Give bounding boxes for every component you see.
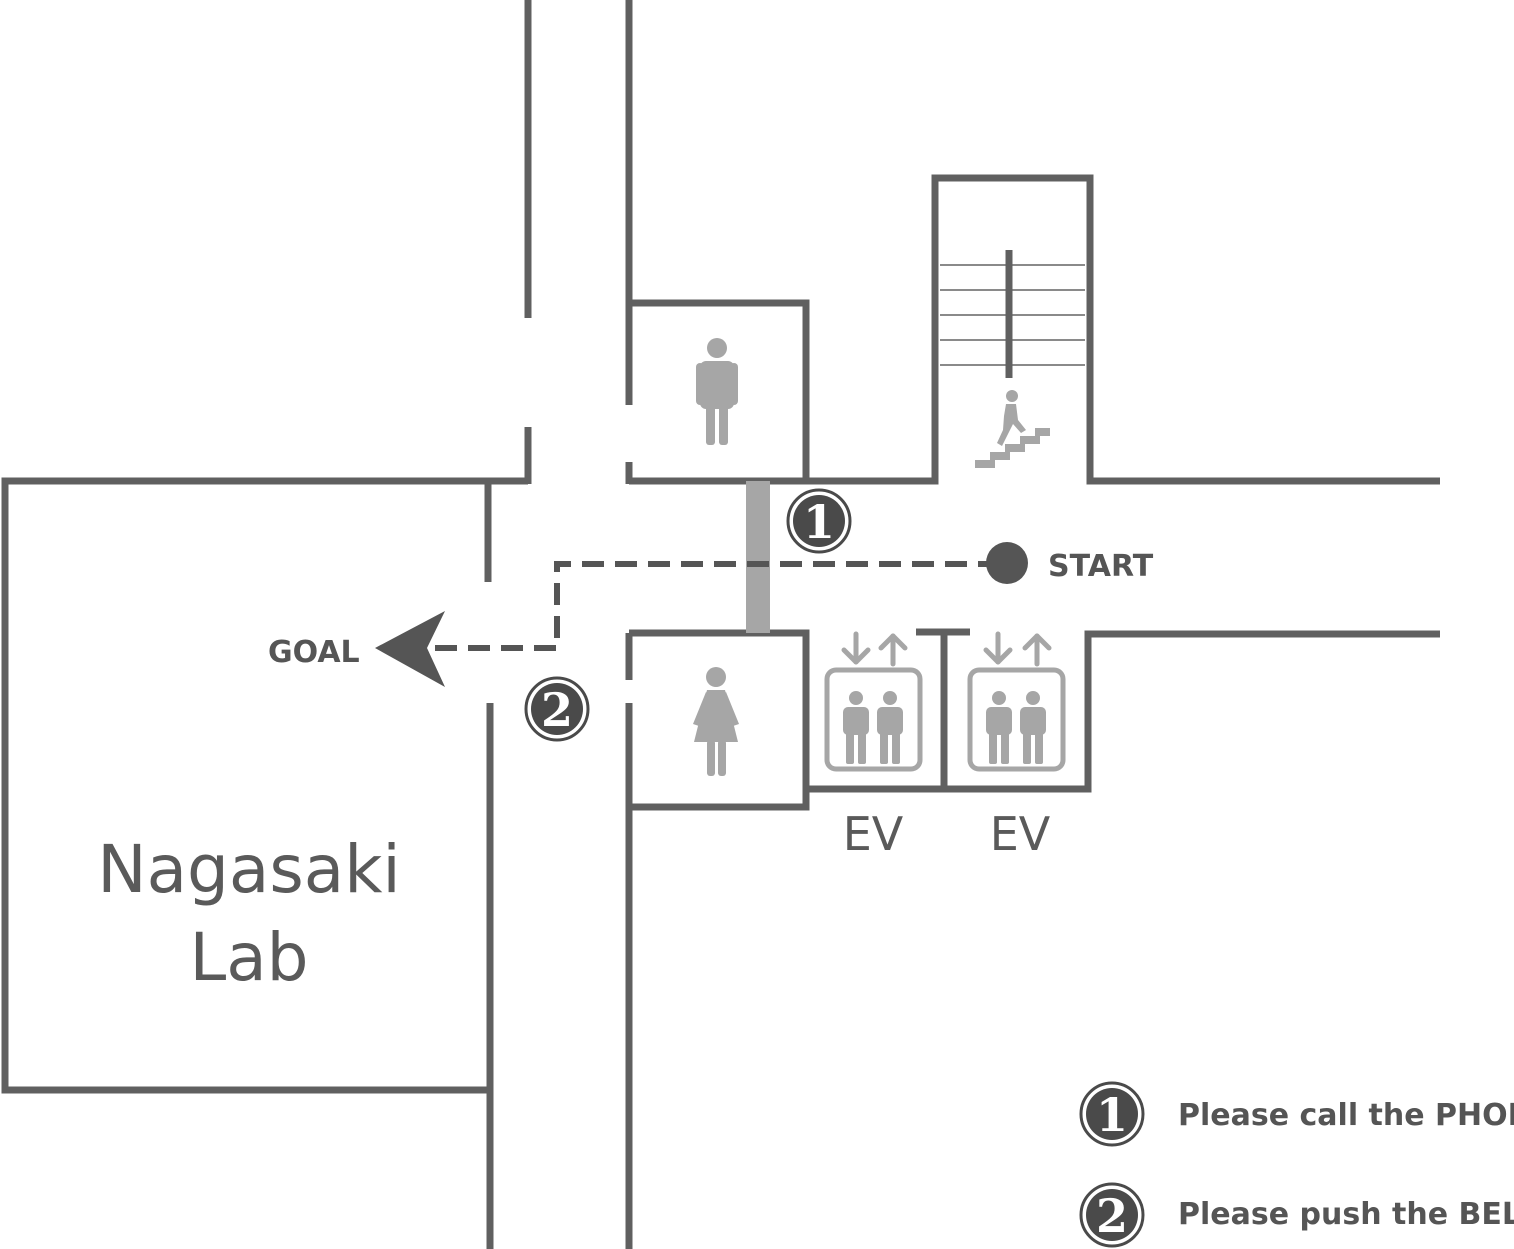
goal-arrow-icon	[375, 611, 445, 687]
stairs-icon	[940, 250, 1085, 468]
goal-label: GOAL	[268, 635, 360, 670]
marker-1-number: 1	[803, 495, 835, 549]
marker-1: 1	[786, 488, 852, 554]
men-restroom-icon	[696, 338, 738, 445]
women-restroom-icon	[693, 667, 739, 776]
room-name-line1: Nagasaki	[97, 831, 401, 908]
elevator-icon-2	[967, 631, 1066, 772]
phone-wall-strip	[746, 481, 770, 633]
womens-restroom-wall	[629, 629, 810, 811]
legend-item-1: 1 Please call the PHONE	[1079, 1081, 1514, 1147]
mens-restroom-wall	[629, 299, 810, 485]
walls	[1, 0, 1440, 1249]
marker-2: 2	[524, 676, 590, 742]
legend: 1 Please call the PHONE 2 Please push th…	[1079, 1081, 1514, 1248]
start-label: START	[1048, 549, 1154, 584]
elevator-label-2: EV	[990, 807, 1051, 861]
start-point	[986, 542, 1028, 584]
marker-2-number: 2	[541, 683, 573, 737]
elevator-icon-1	[824, 631, 923, 772]
lab-room-wall	[1, 477, 528, 1094]
stairs-wall	[806, 174, 1440, 485]
elevator-label-1: EV	[843, 807, 904, 861]
room-name-line2: Lab	[189, 919, 308, 996]
legend-item-2: 2 Please push the BELL	[1079, 1182, 1514, 1248]
legend-item-2-text: Please push the BELL	[1178, 1197, 1514, 1232]
legend-item-2-number: 2	[1096, 1189, 1128, 1243]
legend-item-1-number: 1	[1096, 1088, 1128, 1142]
legend-item-1-text: Please call the PHONE	[1178, 1098, 1514, 1133]
route	[375, 542, 1028, 687]
